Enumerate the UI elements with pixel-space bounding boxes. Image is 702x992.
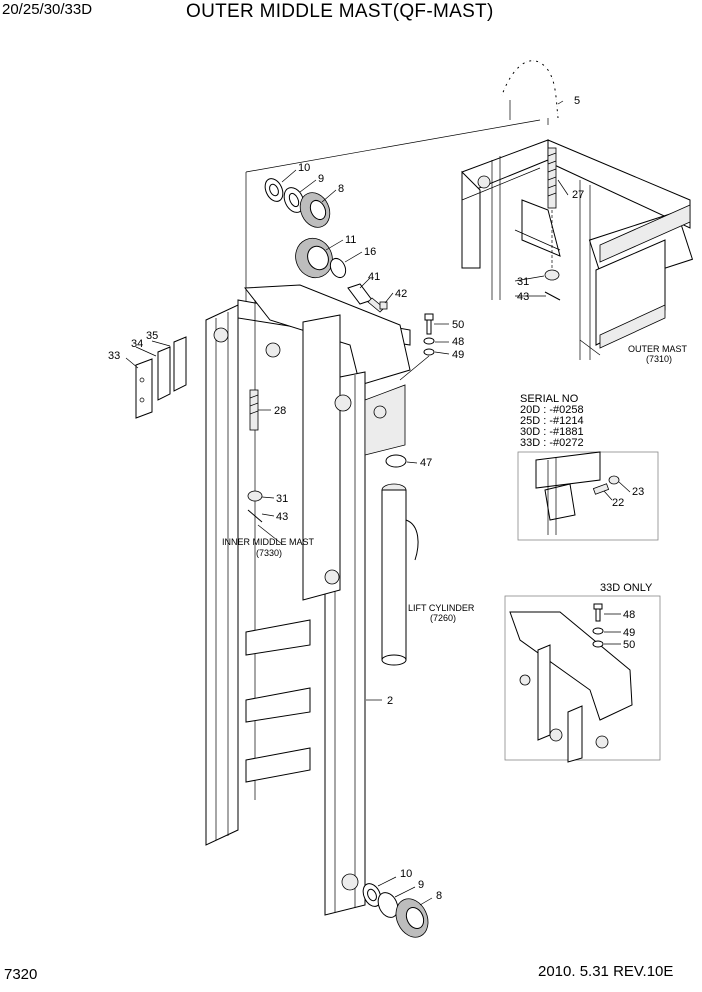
serial-row: 33D : -#0272 — [520, 437, 584, 449]
bolt-washer-set-upper — [399, 313, 435, 381]
serial-block: SERIAL NO 20D : -#0258 25D : -#1214 30D … — [520, 393, 584, 449]
callout-31-left: 31 — [276, 493, 288, 505]
callout-28: 28 — [274, 405, 286, 417]
callout-41: 41 — [368, 271, 380, 283]
upper-rollers — [245, 119, 541, 305]
callout-42: 42 — [395, 288, 407, 300]
callout-49: 49 — [452, 349, 464, 361]
callout-10: 10 — [298, 162, 310, 174]
serial-heading: SERIAL NO — [520, 393, 579, 405]
reference-captions: OUTER MAST (7310) INNER MIDDLE MAST (733… — [222, 344, 688, 623]
callout-9: 9 — [318, 173, 324, 185]
callout-numbers: 5 10 9 8 11 16 27 41 42 31 43 50 48 49 3… — [108, 95, 644, 902]
callout-31: 31 — [517, 276, 529, 288]
callout-50-inset: 50 — [623, 639, 635, 651]
lower-rollers — [362, 883, 429, 938]
callout-35: 35 — [146, 330, 158, 342]
callout-9-lower: 9 — [418, 879, 424, 891]
revision-date: 2010. 5.31 REV.10E — [538, 963, 674, 980]
callout-43-left: 43 — [276, 511, 288, 523]
page-title: OUTER MIDDLE MAST(QF-MAST) — [186, 1, 494, 22]
callout-43: 43 — [517, 291, 529, 303]
outer-mast-code: (7310) — [646, 354, 672, 364]
callout-11: 11 — [345, 234, 356, 246]
bracket-and-bolt — [347, 283, 388, 313]
serial-row: 30D : -#1881 — [520, 426, 584, 438]
callout-49-inset: 49 — [623, 627, 635, 639]
callout-22: 22 — [612, 497, 624, 509]
snap-ring — [385, 454, 407, 468]
callout-47: 47 — [420, 457, 432, 469]
chain — [500, 59, 560, 125]
shim-plates — [135, 336, 187, 419]
callout-5: 5 — [574, 95, 580, 107]
detail-33d-inset — [504, 595, 661, 763]
detail-33d-label: 33D ONLY — [600, 582, 653, 594]
page-number: 7320 — [4, 966, 38, 983]
callout-8: 8 — [338, 183, 344, 195]
lift-cylinder-code: (7260) — [430, 613, 456, 623]
lift-cylinder-name: LIFT CYLINDER — [408, 603, 475, 613]
serial-row: 20D : -#0258 — [520, 404, 584, 416]
inner-middle-mast-code: (7330) — [256, 548, 282, 558]
callout-16: 16 — [364, 246, 376, 258]
callout-23: 23 — [632, 486, 644, 498]
outer-middle-mast-rail — [302, 314, 406, 916]
outer-mast-name: OUTER MAST — [628, 344, 688, 354]
lift-cylinder — [381, 483, 419, 666]
callout-48: 48 — [452, 336, 464, 348]
chain-anchor-bolt — [544, 147, 561, 301]
model-code: 20/25/30/33D — [2, 1, 93, 18]
callout-48-inset: 48 — [623, 609, 635, 621]
inner-middle-mast-name: INNER MIDDLE MAST — [222, 537, 315, 547]
serial-row: 25D : -#1214 — [520, 415, 584, 427]
callout-27: 27 — [572, 189, 584, 201]
serial-detail-inset — [517, 451, 659, 541]
callout-10-lower: 10 — [400, 868, 412, 880]
callout-34: 34 — [131, 338, 143, 350]
callout-2: 2 — [387, 695, 393, 707]
leader-lines — [125, 100, 631, 906]
callout-8-lower: 8 — [436, 890, 442, 902]
callout-50: 50 — [452, 319, 464, 331]
callout-33: 33 — [108, 350, 120, 362]
outer-mast-assembly — [461, 139, 694, 360]
